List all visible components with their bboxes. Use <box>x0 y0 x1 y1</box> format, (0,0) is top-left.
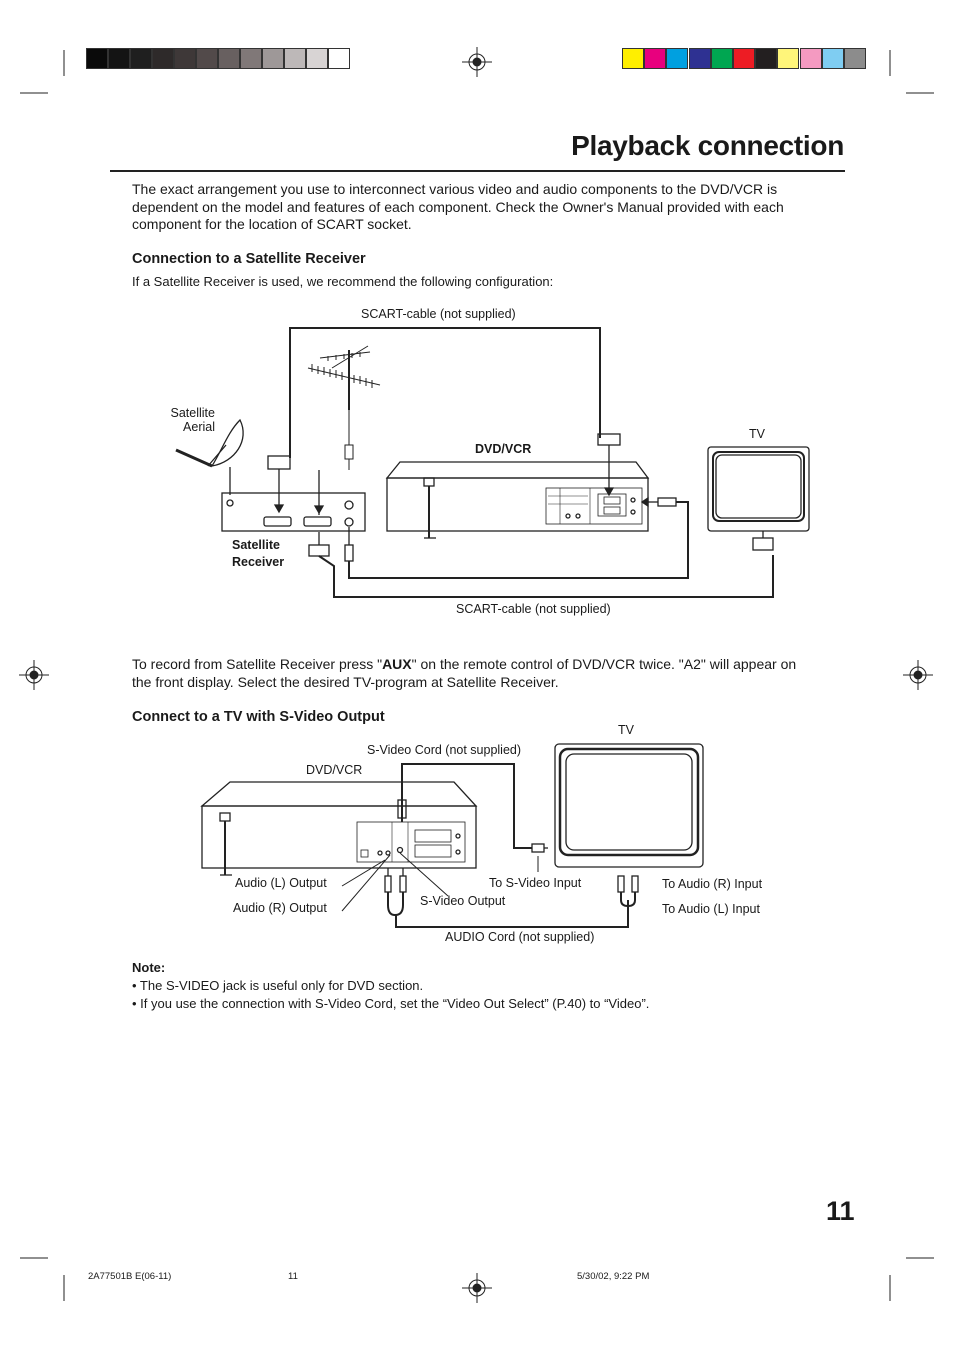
label-scart-cable-top: SCART-cable (not supplied) <box>361 307 516 321</box>
dvd-vcr-unit-1 <box>385 461 650 539</box>
page-number: 11 <box>826 1196 855 1226</box>
gray-swatch <box>328 48 350 69</box>
record-paragraph: To record from Satellite Receiver press … <box>132 656 797 690</box>
note-item-1: • The S-VIDEO jack is useful only for DV… <box>132 978 424 993</box>
color-swatch <box>688 48 711 69</box>
label-audio-r-output: Audio (R) Output <box>233 901 327 915</box>
label-svideo-output: S-Video Output <box>420 894 506 908</box>
gray-swatch <box>86 48 108 69</box>
label-svideo-cord: S-Video Cord (not supplied) <box>367 743 522 757</box>
title-rule <box>110 170 845 172</box>
footer-page: 11 <box>288 1271 298 1282</box>
registration-mark-right <box>903 660 933 690</box>
color-swatch <box>622 48 644 69</box>
color-swatch <box>710 48 733 69</box>
registration-mark-top <box>462 47 492 77</box>
color-swatch <box>844 48 866 69</box>
gray-swatch <box>240 48 262 69</box>
gray-swatch <box>108 48 130 69</box>
registration-mark-bottom <box>462 1273 492 1303</box>
footer-code: 2A77501B E(06-11) <box>88 1271 172 1282</box>
label-dvd-vcr-2: DVD/VCR <box>306 763 363 777</box>
label-to-svideo-input: To S-Video Input <box>489 876 582 890</box>
registration-mark-left <box>19 660 49 690</box>
section-heading-svideo: Connect to a TV with S-Video Output <box>132 709 385 725</box>
section-text-satellite: If a Satellite Receiver is used, we reco… <box>132 274 554 289</box>
satellite-receiver-box <box>221 492 366 532</box>
satellite-dish-icon <box>175 418 244 495</box>
color-swatch <box>666 48 689 69</box>
label-tv-2: TV <box>618 723 634 737</box>
label-scart-cable-bottom: SCART-cable (not supplied) <box>456 602 611 616</box>
label-satellite-receiver: Satellite Receiver <box>232 538 285 569</box>
aux-key-label: AUX <box>382 656 412 672</box>
label-tv-1: TV <box>749 427 765 441</box>
color-swatch <box>755 48 778 69</box>
gray-swatch <box>218 48 240 69</box>
color-swatch <box>644 48 667 69</box>
page-title: Playback connection <box>571 130 844 161</box>
gray-swatch <box>196 48 218 69</box>
label-dvd-vcr-1: DVD/VCR <box>475 442 532 456</box>
gray-swatch <box>130 48 152 69</box>
label-audio-l-output: Audio (L) Output <box>235 876 327 890</box>
gray-swatch <box>306 48 328 69</box>
label-audio-cord: AUDIO Cord (not supplied) <box>445 930 595 944</box>
color-swatch <box>799 48 822 69</box>
note-item-2: • If you use the connection with S-Video… <box>132 996 650 1011</box>
label-satellite-aerial: Satellite Aerial <box>170 406 215 434</box>
footer-date: 5/30/02, 9:22 PM <box>577 1271 650 1282</box>
note-label: Note: <box>132 960 166 975</box>
tv-unit-2 <box>554 743 704 868</box>
section-heading-satellite: Connection to a Satellite Receiver <box>132 251 366 267</box>
gray-swatch <box>262 48 284 69</box>
gray-swatch <box>284 48 306 69</box>
intro-paragraph: The exact arrangement you use to interco… <box>132 181 784 232</box>
color-swatch <box>821 48 844 69</box>
satellite-connection-diagram <box>175 327 810 598</box>
gray-swatch <box>152 48 174 69</box>
label-to-audio-l-input: To Audio (L) Input <box>662 902 760 916</box>
color-swatch <box>777 48 800 69</box>
tv-unit-1 <box>707 446 810 551</box>
svideo-connection-diagram <box>200 743 704 928</box>
antenna-icon <box>307 345 381 470</box>
color-swatch <box>733 48 755 69</box>
label-to-audio-r-input: To Audio (R) Input <box>662 877 763 891</box>
dvd-vcr-unit-2 <box>200 781 478 876</box>
gray-swatch <box>174 48 196 69</box>
